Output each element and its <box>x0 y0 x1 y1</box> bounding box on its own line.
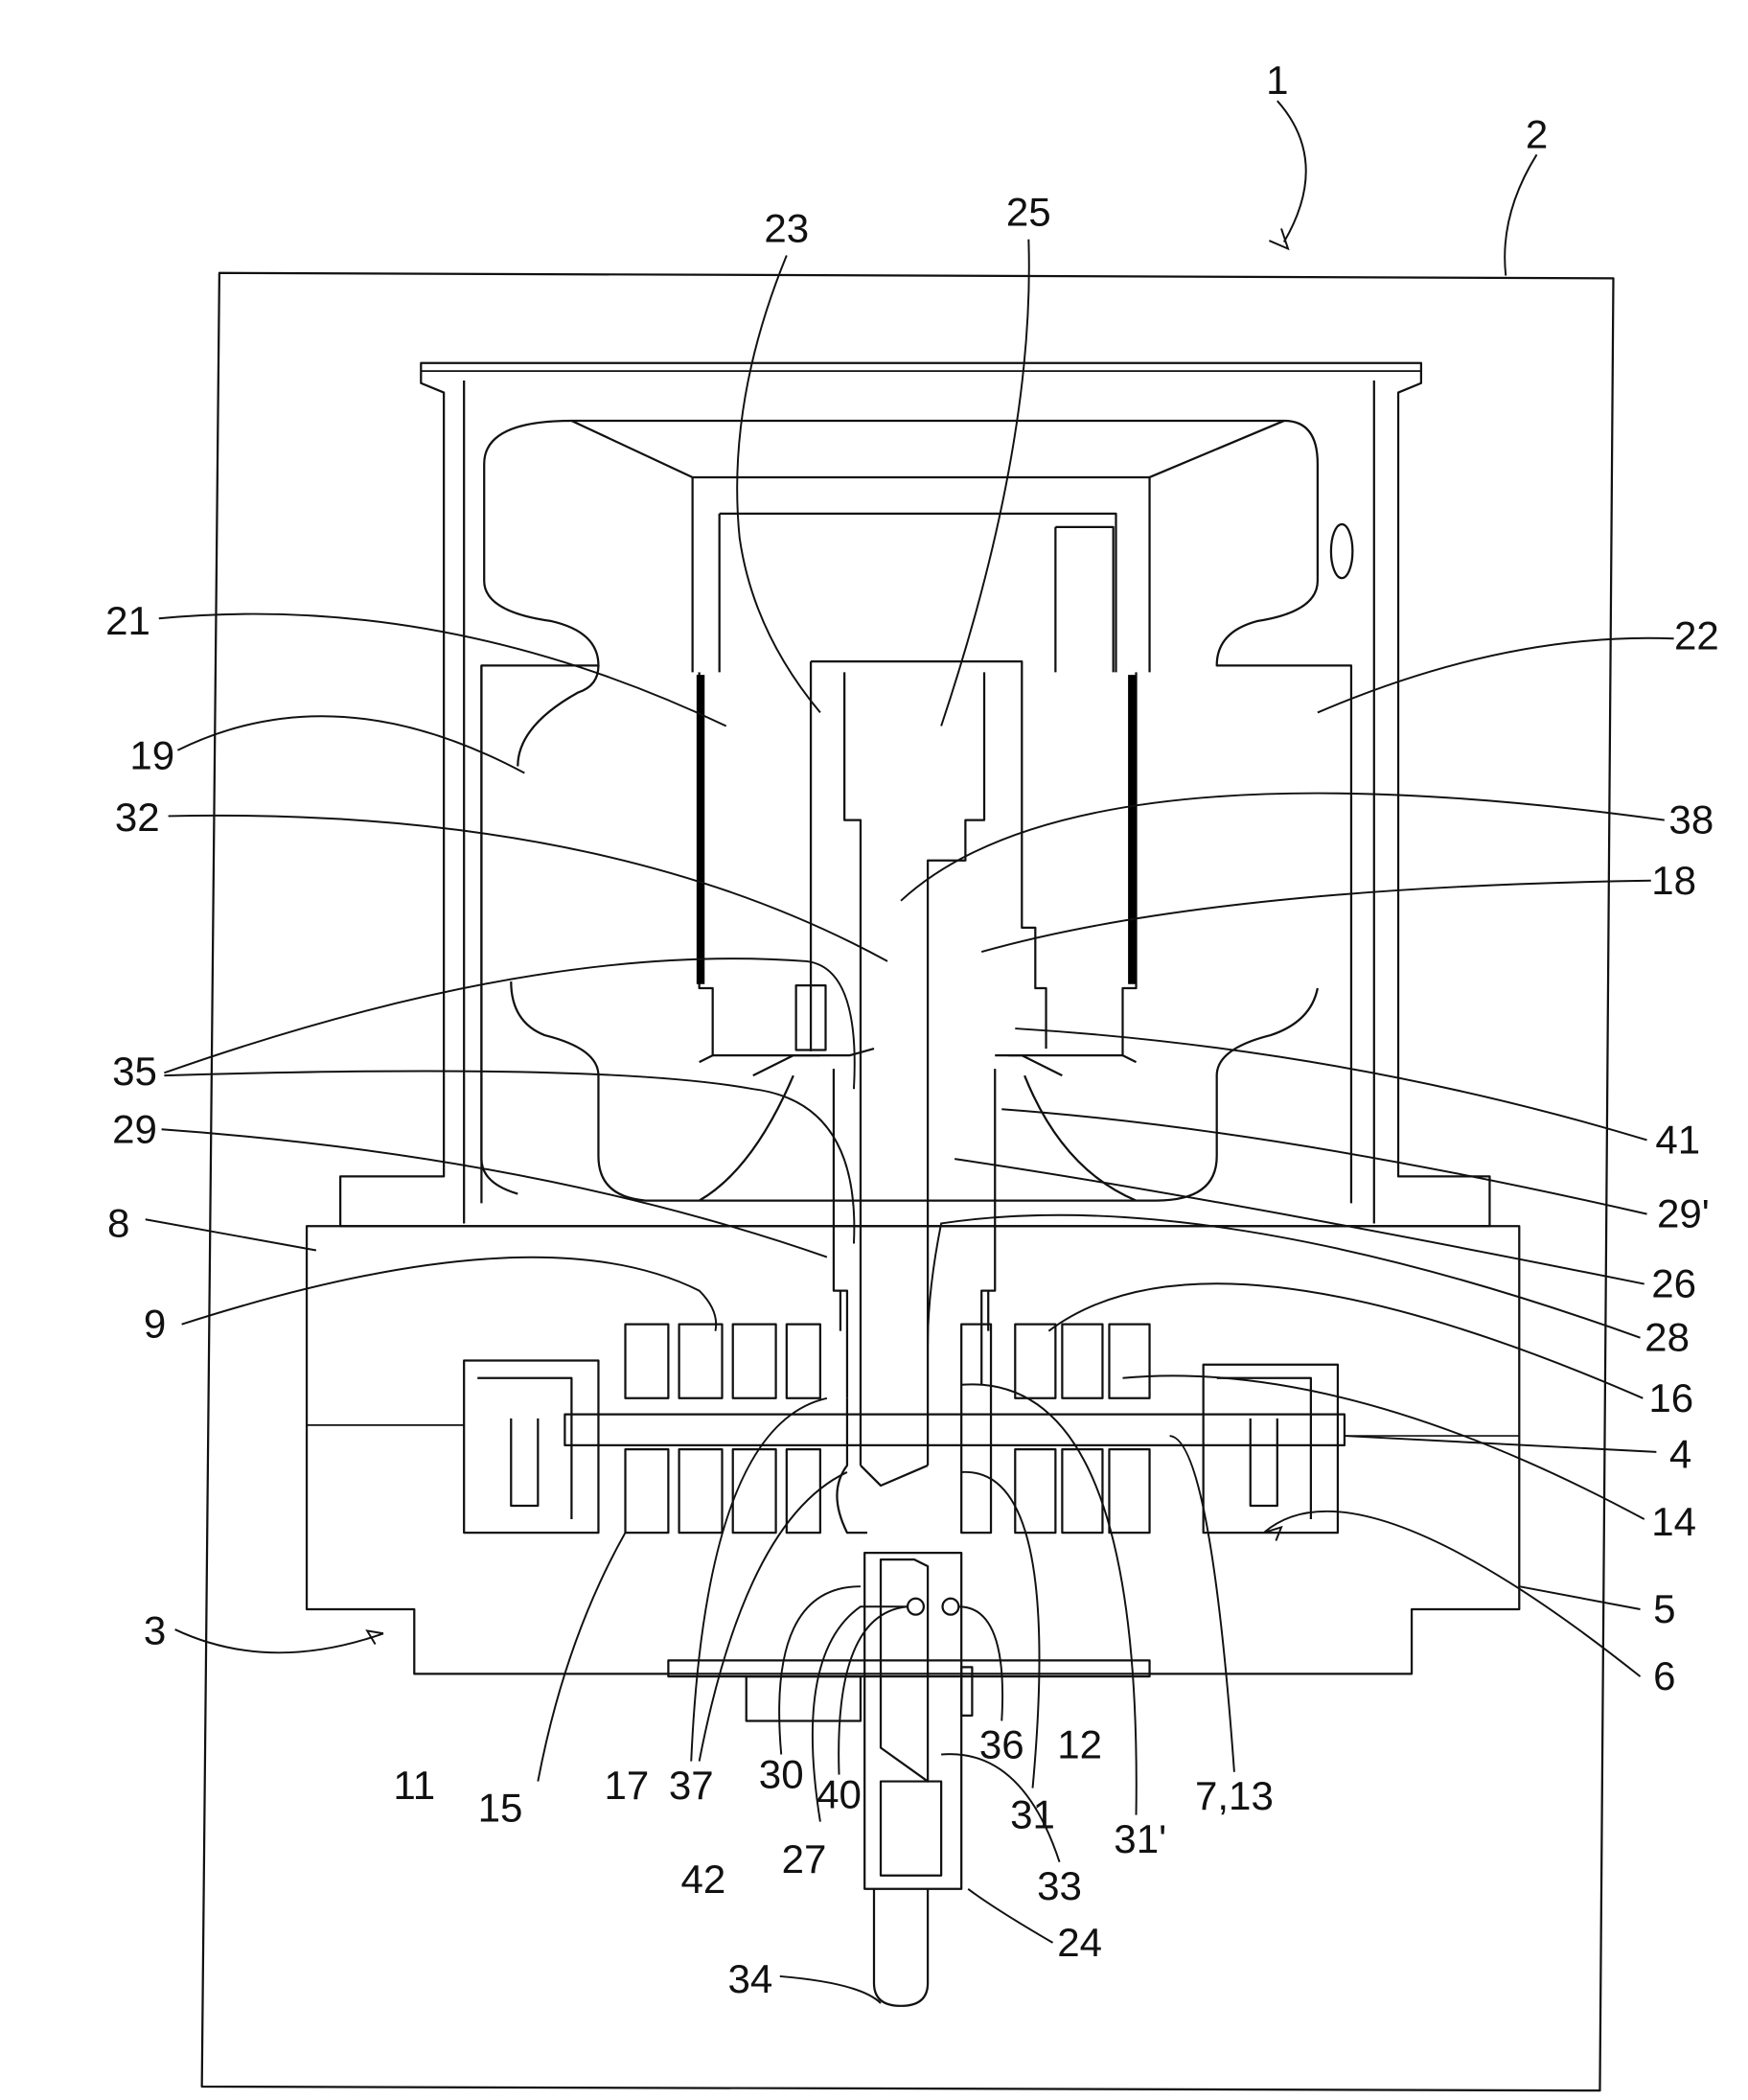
label: 41 <box>1655 1118 1700 1163</box>
label: 38 <box>1668 797 1714 842</box>
label: 22 <box>1674 612 1719 658</box>
label: 32 <box>115 795 160 840</box>
label: 30 <box>759 1752 804 1797</box>
label: 11 <box>393 1763 435 1808</box>
label: 21 <box>105 598 150 643</box>
label: 29' <box>1657 1191 1710 1236</box>
label: 4 <box>1669 1432 1691 1477</box>
label: 28 <box>1644 1315 1690 1360</box>
label: 42 <box>680 1857 725 1902</box>
leader-lines <box>146 101 1674 2003</box>
label: 12 <box>1057 1722 1102 1767</box>
label: 36 <box>979 1722 1024 1767</box>
label: 35 <box>112 1049 157 1094</box>
label: 7,13 <box>1195 1773 1274 1818</box>
label: 26 <box>1651 1261 1696 1306</box>
label: 31 <box>1010 1792 1055 1837</box>
label: 33 <box>1037 1863 1082 1908</box>
outer-frame <box>202 273 1614 2090</box>
label: 27 <box>782 1836 827 1881</box>
central-shaft <box>700 661 1137 2006</box>
label: 19 <box>129 732 174 777</box>
label: 40 <box>816 1772 862 1817</box>
label: 17 <box>604 1763 649 1808</box>
reference-numerals: 1 2 23 25 21 22 19 32 38 18 35 41 29 29'… <box>105 58 1719 2001</box>
label: 23 <box>764 205 809 250</box>
upper-housing <box>340 363 1489 1227</box>
label: 14 <box>1651 1499 1696 1544</box>
label: 2 <box>1526 111 1548 156</box>
label: 5 <box>1653 1586 1675 1631</box>
lower-housing <box>307 1226 1519 1720</box>
label: 9 <box>144 1302 166 1347</box>
label: 1 <box>1266 58 1288 103</box>
label: 34 <box>728 1956 773 2001</box>
label: 37 <box>669 1763 714 1808</box>
label: 8 <box>107 1200 129 1245</box>
label: 25 <box>1006 190 1051 235</box>
label: 31' <box>1114 1816 1166 1861</box>
label: 3 <box>144 1607 166 1652</box>
label: 6 <box>1653 1653 1675 1698</box>
label: 18 <box>1651 858 1696 903</box>
label: 15 <box>478 1786 523 1831</box>
label: 29 <box>112 1106 157 1151</box>
label: 24 <box>1057 1920 1102 1965</box>
label: 16 <box>1648 1375 1693 1420</box>
